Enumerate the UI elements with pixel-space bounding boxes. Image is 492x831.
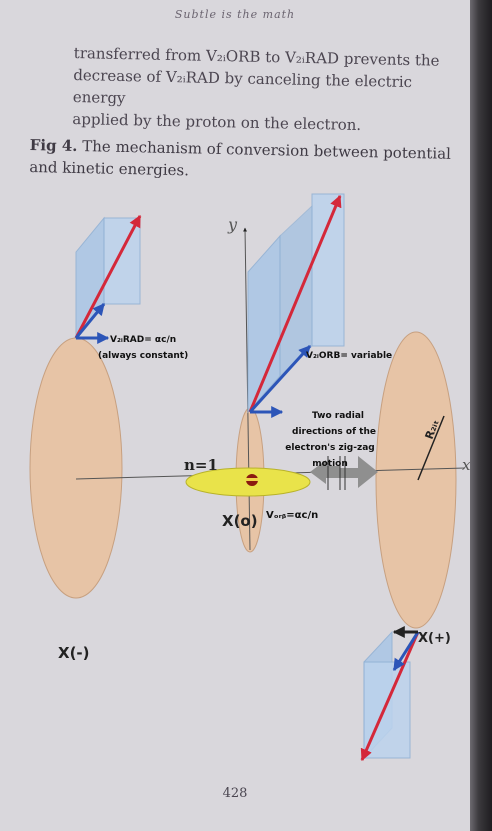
figure-label: Fig 4. (29, 135, 78, 155)
body-paragraph: transferred from V₂ᵢORB to V₂ᵢRAD preven… (72, 42, 470, 138)
radial-label-2: directions of the (292, 427, 376, 437)
y-axis-label: y (227, 215, 238, 234)
radius-line (417, 415, 445, 481)
n-label: n=1 (184, 456, 218, 474)
radial-label-3: electron's zig-zag (285, 443, 374, 453)
page-number: 428 (222, 786, 248, 801)
center-vector-box (247, 193, 345, 418)
xplus-label: X(+) (418, 631, 451, 646)
x0-label: X(o) (222, 512, 258, 530)
electron-highlight (246, 478, 258, 481)
x-axis-label: x (462, 456, 470, 474)
right-ellipse (375, 331, 457, 629)
vorb-label: Vₒᵣᵦ=αc/n (266, 510, 318, 521)
figure-caption: Fig 4. The mechanism of conversion betwe… (29, 134, 470, 187)
radial-label-4: motion (312, 459, 348, 469)
vrad-note-label: (always constant) (98, 351, 188, 361)
radial-label-1: Two radial (312, 411, 364, 421)
vrad-label: V₂ᵢRAD= αc/n (110, 335, 176, 345)
vorb-variable-label: V₂ᵢORB= variable (306, 351, 392, 361)
running-head: Subtle is the math (174, 8, 296, 21)
figure-diagram: x y (29, 193, 470, 762)
figure-caption-text: The mechanism of conversion between pote… (29, 136, 452, 180)
xminus-label: X(-) (58, 644, 90, 662)
radial-arrows (310, 456, 378, 490)
left-ellipse (29, 337, 123, 599)
book-page: Subtle is the math transferred from V₂ᵢO… (0, 0, 470, 831)
left-vector-box (74, 214, 142, 344)
book-spine (470, 0, 492, 831)
rzit-label: R₂ᵢₜ (423, 418, 442, 441)
right-vector-box (360, 626, 420, 762)
